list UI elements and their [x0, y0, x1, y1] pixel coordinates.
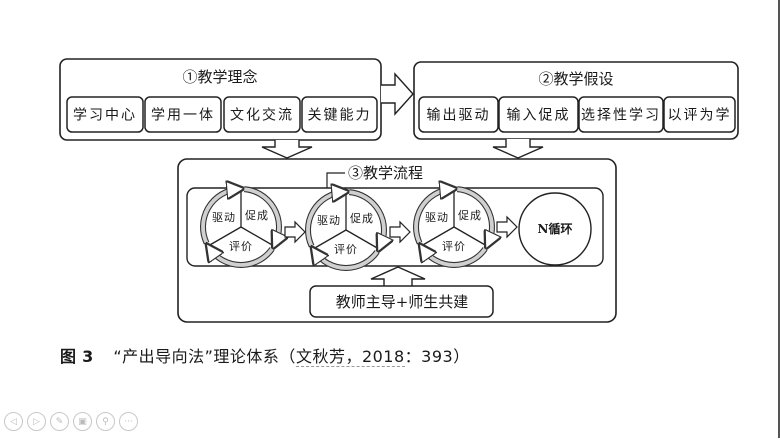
cycle-arrow [457, 187, 492, 243]
cycle-label-enable: 促成 [458, 208, 482, 222]
cycle-label-drive: 驱动 [212, 211, 236, 224]
arrow-right-small [389, 220, 411, 244]
cycle-arrow [349, 190, 384, 246]
arrow-right-1-to-2 [381, 72, 414, 116]
box-teaching-hypotheses: ②教学假设 输出驱动输入促成选择性学习以评为学 [413, 61, 739, 140]
prev-icon: ◁ [10, 416, 17, 427]
window-edge [778, 0, 780, 438]
box2-title: ②教学假设 [538, 70, 613, 88]
box1-item-box [301, 96, 378, 133]
box1-item-label: 文化交流 [230, 107, 294, 124]
box2-item-label: 选择性学习 [581, 108, 661, 124]
arrow-down-1 [261, 140, 313, 159]
cycle-arrow [201, 189, 238, 244]
caption-text: “产出导向法”理论体系（ [113, 347, 296, 366]
box2-item-label: 以评为学 [668, 108, 732, 124]
cycle-diagram: 驱动促成评价 [413, 187, 492, 268]
support-text: 教师主导+师生共建 [336, 293, 469, 311]
caption-suffix: ：393） [404, 347, 470, 366]
cycle-label-assess: 评价 [442, 240, 466, 253]
box1-item-box [144, 96, 222, 133]
figure-caption: 图 3 “产出导向法”理论体系（文秋芳，2018：393） [60, 343, 470, 367]
cycle-label-assess: 评价 [334, 243, 358, 256]
box1-item-label: 学习中心 [73, 108, 137, 124]
cycle-label-drive: 驱动 [425, 211, 449, 224]
box2-item-box [418, 96, 499, 133]
box2-item-label: 输入促成 [507, 108, 571, 124]
box1-item-box [223, 96, 301, 133]
arrow-right-small [284, 220, 306, 244]
title-leader-line [326, 172, 345, 188]
box1-item-box [66, 96, 144, 133]
cycle-label-enable: 促成 [350, 211, 374, 225]
pen-button[interactable]: ✎ [50, 412, 69, 431]
arrow-right-small [496, 215, 518, 239]
zoom-button[interactable]: ⚲ [96, 412, 115, 431]
cycle-divider [453, 226, 488, 247]
cycle-label-drive: 驱动 [317, 214, 341, 227]
box-teaching-process: ③教学流程 驱动促成评价驱动促成评价驱动促成评价N循环 教师主导+师生共建 [177, 158, 617, 323]
box2-item-box [578, 96, 664, 133]
slides-icon: ▣ [78, 416, 87, 427]
cycle-diagram: 驱动促成评价 [200, 187, 279, 268]
box1-title: ①教学理念 [182, 68, 257, 86]
cycle-diagram: 驱动促成评价 [305, 190, 384, 271]
caption-citation[interactable]: 文秋芳，2018 [295, 347, 405, 367]
caption-fig-label: 图 [60, 347, 77, 366]
cycle-arrow [414, 189, 451, 244]
box2-item-box [498, 96, 579, 133]
box3-title: ③教学流程 [348, 164, 423, 182]
cycle-divider [240, 226, 275, 247]
cycle-label-assess: 评价 [229, 240, 253, 253]
next-icon: ▷ [33, 416, 40, 427]
n-cycle-circle [518, 192, 592, 266]
arrow-down-2 [492, 139, 544, 159]
box-teaching-philosophy: ①教学理念 学习中心学用一体文化交流关键能力 [59, 58, 382, 141]
cycle-arrow [306, 192, 343, 247]
more-icon: ··· [124, 416, 133, 427]
box1-item-label: 关键能力 [308, 108, 372, 124]
zoom-icon: ⚲ [102, 416, 109, 427]
pen-icon: ✎ [55, 416, 64, 427]
box2-item-label: 输出驱动 [427, 108, 491, 124]
caption-fig-number: 3 [82, 347, 94, 366]
box2-item-box [663, 96, 736, 133]
n-cycle-label: N循环 [538, 221, 573, 236]
cycle-arrow [210, 249, 274, 267]
support-box [309, 285, 494, 318]
slide-nav-toolbar: ◁ ▷ ✎ ▣ ⚲ ··· [4, 412, 138, 431]
more-button[interactable]: ··· [119, 412, 138, 431]
cycle-arrow [244, 187, 279, 243]
box1-item-label: 学用一体 [151, 108, 215, 124]
slides-button[interactable]: ▣ [73, 412, 92, 431]
prev-button[interactable]: ◁ [4, 412, 23, 431]
cycle-divider [345, 229, 380, 250]
next-button[interactable]: ▷ [27, 412, 46, 431]
cycle-arrow [423, 249, 487, 267]
arrow-up-support [370, 266, 426, 287]
cycle-label-enable: 促成 [245, 208, 269, 222]
cycle-arrow [315, 252, 379, 270]
